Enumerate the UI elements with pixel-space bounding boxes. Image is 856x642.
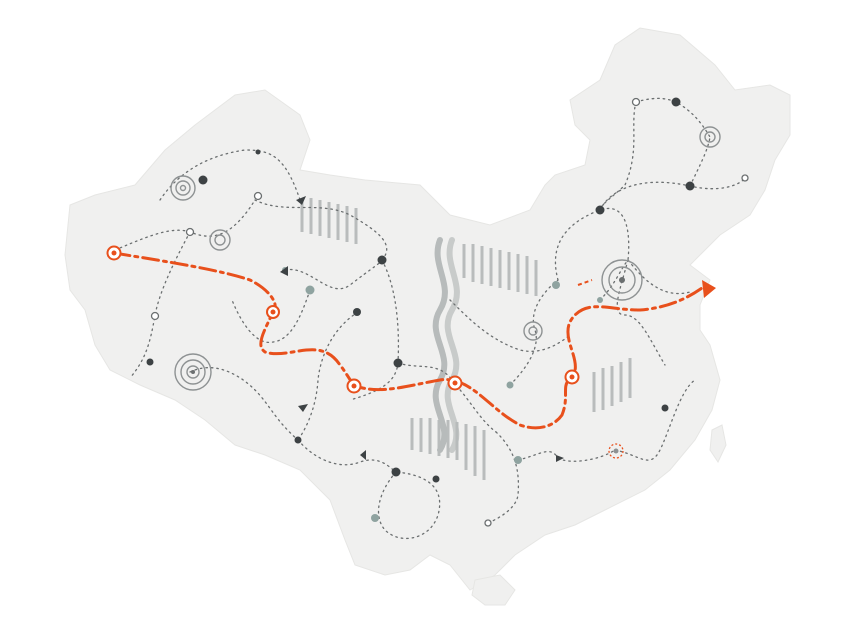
route-marker-2 xyxy=(266,305,280,319)
route-arrowheads xyxy=(280,196,564,462)
hollow-nodes xyxy=(150,97,749,527)
hatched-region-east xyxy=(592,358,632,412)
route-marker-4 xyxy=(447,375,463,391)
main-route-arrow-icon xyxy=(702,280,716,298)
route-marker-start xyxy=(106,245,122,261)
river-band xyxy=(432,237,460,453)
main-route-markers xyxy=(106,245,624,459)
muted-nodes xyxy=(282,267,603,522)
hainan-island xyxy=(471,574,516,606)
dark-nodes xyxy=(146,97,695,483)
china-landmass xyxy=(64,27,791,591)
target-ring-east xyxy=(601,259,643,301)
taiwan-island xyxy=(709,424,727,464)
route-marker-south xyxy=(608,443,624,459)
target-ring-northeast xyxy=(699,126,721,148)
short-orange-dash xyxy=(577,279,593,286)
target-ring-center xyxy=(523,321,543,341)
target-ring-north xyxy=(209,229,231,251)
route-marker-3 xyxy=(346,378,362,394)
hatched-region-center xyxy=(462,244,538,296)
target-ring-nw xyxy=(170,175,196,201)
route-marker-5 xyxy=(564,369,580,385)
target-ring-west xyxy=(174,353,212,391)
